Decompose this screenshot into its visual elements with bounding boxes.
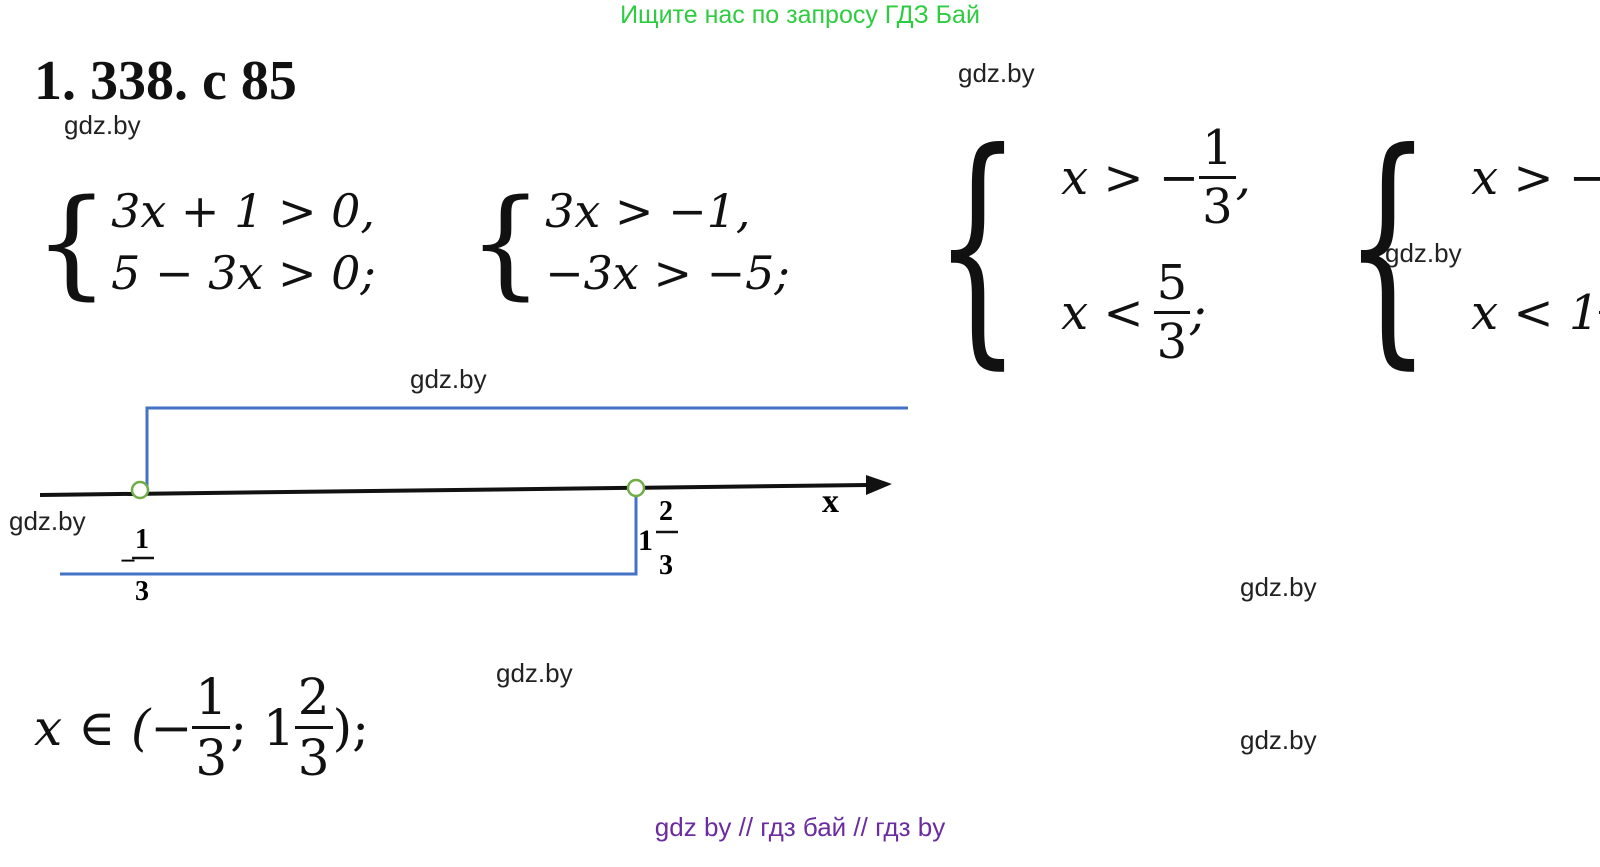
answer: x ∈ (− 1 3 ; 1 2 3 ); xyxy=(34,668,369,787)
system-line: x < 1 2 3 ; xyxy=(1471,245,1600,380)
watermark: gdz.by xyxy=(958,58,1035,88)
open-point-left xyxy=(130,480,150,500)
fraction: 1 3 xyxy=(192,672,231,783)
axis-arrow-icon xyxy=(866,475,892,495)
page-title: 1. 338. с 85 xyxy=(34,50,297,112)
system-line: 5 − 3x > 0; xyxy=(111,246,376,300)
tick-label-numerator: 2 xyxy=(659,496,673,527)
system-brace: { xyxy=(933,99,1022,390)
watermark: gdz.by xyxy=(9,506,86,536)
system-brace: { xyxy=(468,173,544,311)
watermark: gdz.by xyxy=(1240,572,1317,602)
system-brace: { xyxy=(1343,99,1432,390)
system-line: −3x > −5; xyxy=(545,246,790,300)
inequality-system-2: { 3x > −1, −3x > −5; xyxy=(468,180,790,304)
footer-links: gdz by // гдз бай // гдз by xyxy=(654,812,946,842)
watermark: gdz.by xyxy=(410,364,487,394)
tick-label-denominator: 3 xyxy=(135,576,149,607)
number-line-diagram: x − 1 3 1 2 3 xyxy=(39,406,908,607)
system-line: x < 5 3 ; xyxy=(1061,255,1207,370)
inequality-system-3: { x > − 1 3 , x < 5 3 ; xyxy=(898,110,1251,380)
axis-line xyxy=(39,483,869,497)
tick-label-whole: 1 xyxy=(638,524,653,557)
system-line: x > − 1 3 , xyxy=(1061,120,1251,235)
system-line: 3x + 1 > 0, xyxy=(111,184,376,238)
tick-label-numerator: 1 xyxy=(135,524,149,555)
lower-interval-bracket xyxy=(60,490,638,576)
watermark: gdz.by xyxy=(64,110,141,140)
inequality-system-1: { 3x + 1 > 0, 5 − 3x > 0; xyxy=(34,180,376,304)
fraction: 5 3 xyxy=(1153,259,1191,366)
watermark: gdz.by xyxy=(1385,238,1462,268)
upper-interval-bracket xyxy=(145,406,908,490)
axis-label: x xyxy=(822,483,839,520)
watermark: gdz.by xyxy=(1240,725,1317,755)
tick-label-denominator: 3 xyxy=(659,550,673,581)
system-line: 3x > −1, xyxy=(545,184,751,238)
fraction: 2 3 xyxy=(294,672,333,783)
system-line: x > − 1 3 , xyxy=(1471,149,1600,206)
watermark: gdz.by xyxy=(496,658,573,688)
tick-label-sign: − xyxy=(120,546,136,577)
fraction: 1 3 xyxy=(1199,124,1236,231)
open-point-right xyxy=(626,478,646,498)
inequality-system-4: { x > − 1 3 , x < 1 2 3 ; xyxy=(1308,110,1600,380)
search-banner: Ищите нас по запросу ГДЗ Бай xyxy=(620,1,980,29)
system-brace: { xyxy=(34,173,110,311)
